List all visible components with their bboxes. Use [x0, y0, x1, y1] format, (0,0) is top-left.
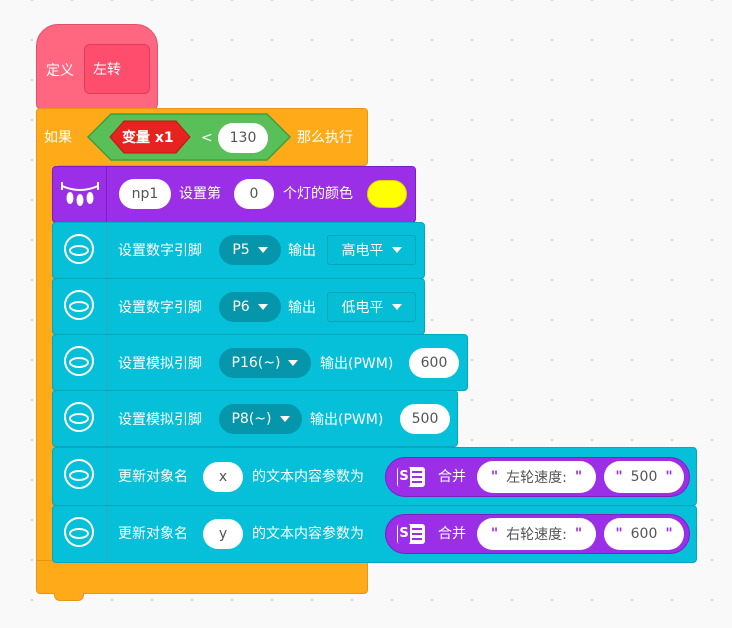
if-block-notch	[54, 593, 84, 601]
merge-string1-value-2: 右轮速度:	[506, 527, 567, 543]
digital-output-label-2: 输出	[288, 300, 316, 316]
analog-pin-value-2: P8(~)	[231, 411, 272, 427]
analog-output-label-1: 输出(PWM)	[320, 356, 394, 372]
update-icon-cell-2	[53, 506, 108, 562]
if-keyword: 如果	[44, 130, 72, 146]
update-label-1: 更新对象名	[118, 469, 188, 485]
analog-pin-icon-cell-1	[53, 335, 108, 390]
analog-pin-dropdown-2[interactable]: P8(~)	[219, 404, 302, 434]
digital-pin-icon-cell-2	[53, 279, 108, 334]
update-label-2: 更新对象名	[118, 526, 188, 542]
quote-close: "	[574, 526, 583, 542]
led-label-set: 设置第	[179, 186, 221, 202]
define-keyword: 定义	[46, 63, 74, 79]
digital-pin-value-1: P5	[232, 242, 250, 258]
define-name-field[interactable]: 左转	[84, 44, 150, 94]
digital-pin-icon-cell-1	[53, 223, 108, 278]
update-text-label-1: 的文本内容参数为	[252, 469, 364, 485]
text-merge-icon: S	[397, 467, 425, 487]
merge-string2-input-1[interactable]: " 500 "	[604, 461, 684, 493]
merge-string1-input-1[interactable]: " 左轮速度: "	[477, 461, 596, 493]
merge-label-2: 合并	[438, 526, 466, 542]
merge-string2-input-2[interactable]: " 600 "	[604, 518, 684, 550]
chevron-down-icon	[257, 247, 268, 253]
quote-close: "	[574, 469, 583, 485]
if-then-label: 那么执行	[297, 130, 353, 146]
merge-string2-value-1: 500	[630, 469, 658, 485]
led-label-color: 个灯的颜色	[283, 186, 353, 202]
quote-open: "	[490, 526, 499, 542]
operator-less-than: <	[201, 130, 213, 146]
analog-pin-icon-cell-2	[53, 391, 108, 446]
analog-pin-label-2: 设置模拟引脚	[118, 412, 202, 428]
define-name: 左转	[93, 62, 121, 78]
analog-pin-label-1: 设置模拟引脚	[118, 356, 202, 372]
digital-pin-dropdown-1[interactable]: P5	[219, 235, 281, 265]
quote-open: "	[615, 469, 623, 485]
analog-output-label-2: 输出(PWM)	[310, 412, 384, 428]
compare-value-input[interactable]: 130	[218, 123, 268, 153]
chevron-down-icon	[288, 360, 299, 366]
analog-value-input-2[interactable]: 500	[400, 404, 450, 434]
update-text-label-2: 的文本内容参数为	[252, 526, 364, 542]
led-index-input[interactable]: 0	[234, 179, 274, 209]
analog-pin-value-1: P16(~)	[231, 355, 281, 371]
digital-pin-label-1: 设置数字引脚	[118, 243, 202, 259]
digital-pin-value-2: P6	[232, 299, 250, 315]
wifi-ring-icon	[64, 290, 94, 320]
merge-string2-value-2: 600	[630, 526, 658, 542]
quote-close: "	[665, 469, 673, 485]
digital-pin-label-2: 设置数字引脚	[118, 300, 202, 316]
digital-pin-dropdown-2[interactable]: P6	[219, 292, 281, 322]
chevron-down-icon	[279, 416, 290, 422]
digital-level-value-2: 低电平	[341, 300, 384, 316]
variable-x1-label: 变量 x1	[122, 130, 174, 146]
wifi-ring-icon	[64, 517, 94, 547]
update-icon-cell-1	[53, 448, 108, 505]
if-block-bottom[interactable]	[36, 560, 368, 594]
led-color-swatch[interactable]	[367, 180, 407, 208]
merge-string1-value-1: 左轮速度:	[506, 470, 567, 486]
update-object-input-2[interactable]: y	[203, 519, 243, 549]
wifi-ring-icon	[64, 346, 94, 376]
quote-open: "	[615, 526, 623, 542]
quote-open: "	[490, 469, 499, 485]
digital-level-dropdown-2[interactable]: 低电平	[327, 292, 416, 322]
text-merge-icon: S	[397, 524, 425, 544]
chevron-down-icon	[391, 247, 402, 253]
digital-output-label-1: 输出	[288, 243, 316, 259]
update-object-input-1[interactable]: x	[203, 462, 243, 492]
led-icon-cell	[53, 167, 107, 222]
wifi-ring-icon	[64, 459, 94, 489]
led-strip-icon	[61, 182, 99, 206]
analog-pin-dropdown-1[interactable]: P16(~)	[219, 348, 311, 378]
merge-string1-input-2[interactable]: " 右轮速度: "	[477, 518, 596, 550]
digital-level-dropdown-1[interactable]: 高电平	[327, 235, 416, 265]
wifi-ring-icon	[64, 234, 94, 264]
analog-value-input-1[interactable]: 600	[409, 348, 459, 378]
merge-label-1: 合并	[438, 469, 466, 485]
wifi-ring-icon	[64, 402, 94, 432]
chevron-down-icon	[257, 304, 268, 310]
variable-x1-reporter[interactable]	[108, 119, 192, 155]
chevron-down-icon	[391, 304, 402, 310]
led-object-input[interactable]: np1	[119, 179, 171, 209]
quote-close: "	[665, 526, 673, 542]
digital-level-value-1: 高电平	[341, 243, 384, 259]
